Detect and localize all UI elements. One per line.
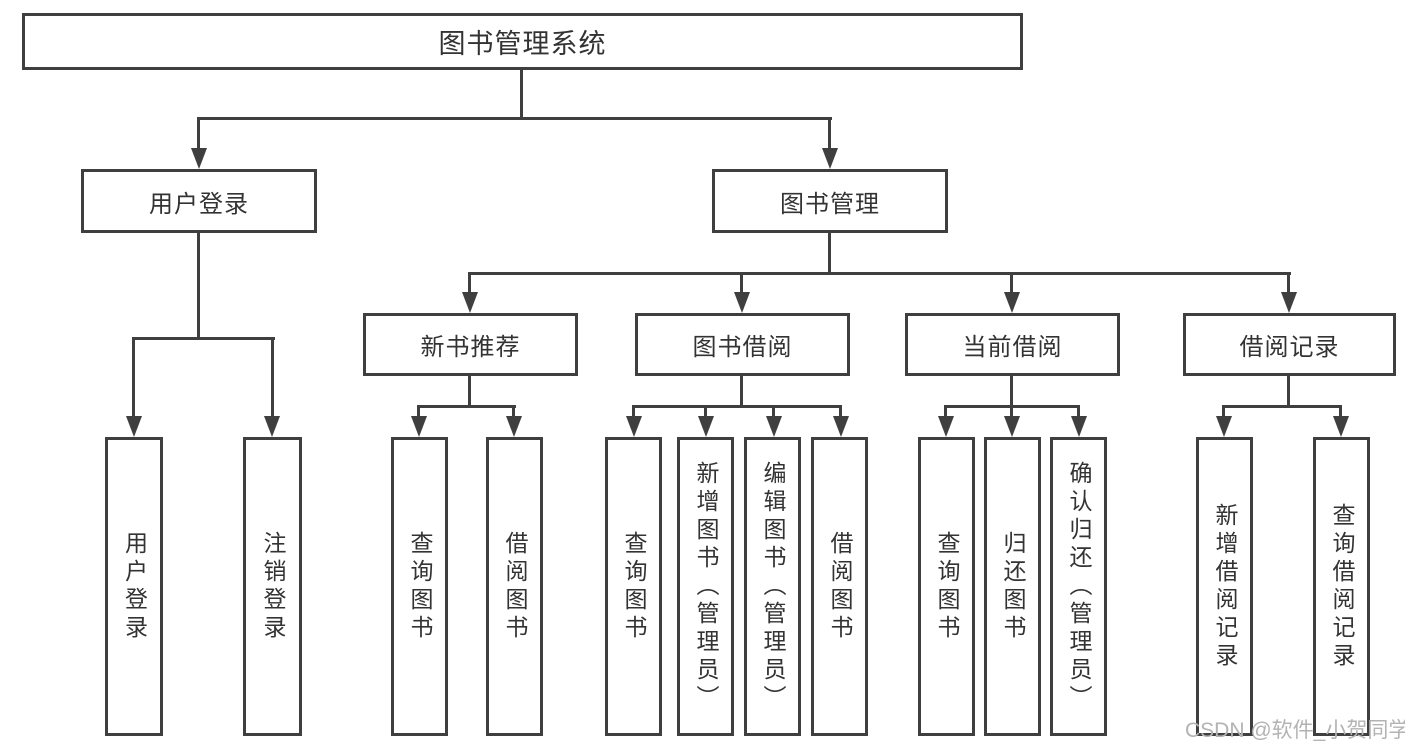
leaf-label: 查询图书 — [934, 530, 960, 643]
connector-vline — [468, 376, 471, 405]
connector-vline — [512, 405, 515, 420]
arrowhead-icon — [1216, 416, 1232, 437]
connector-vline — [1287, 376, 1290, 405]
leaf-label: 注销登录 — [260, 530, 286, 643]
arrowhead-icon — [734, 292, 750, 313]
csdn-watermark: CSDN @软件_小贺同学 — [1185, 719, 1405, 742]
node-borrow-record: 借阅记录 — [1183, 313, 1396, 376]
leaf-query-book: 查询图书 — [391, 437, 448, 736]
connector-hline — [632, 405, 842, 408]
arrowhead-icon — [264, 416, 280, 437]
node-root-label: 图书管理系统 — [438, 29, 607, 59]
connector-vline — [1077, 405, 1080, 420]
arrowhead-icon — [626, 416, 642, 437]
connector-vline — [828, 117, 831, 151]
connector-vline — [1010, 376, 1013, 405]
leaf-label: 查询图书 — [621, 530, 647, 643]
leaf-label: 编辑图书（管理员） — [760, 460, 786, 713]
connector-vline — [1222, 405, 1225, 420]
node-current-borrow: 当前借阅 — [905, 313, 1120, 376]
connector-hline — [197, 117, 832, 120]
leaf-add-book-admin: 新增图书（管理员） — [677, 437, 734, 736]
leaf-label: 查询图书 — [407, 530, 433, 643]
arrowhead-icon — [1071, 416, 1087, 437]
arrowhead-icon — [1004, 416, 1020, 437]
node-label: 图书管理 — [780, 190, 880, 218]
node-label: 用户登录 — [149, 190, 249, 218]
connector-vline — [839, 405, 842, 420]
node-book-borrow: 图书借阅 — [635, 313, 850, 376]
connector-vline — [1339, 405, 1342, 420]
connector-hline — [1222, 405, 1342, 408]
arrowhead-icon — [1333, 416, 1349, 437]
leaf-query-book: 查询图书 — [605, 437, 662, 736]
connector-vline — [944, 405, 947, 420]
leaf-label: 借阅图书 — [502, 530, 528, 643]
leaf-user-logout: 注销登录 — [243, 437, 302, 736]
node-label: 新书推荐 — [420, 334, 521, 361]
connector-vline — [197, 233, 200, 337]
leaf-user-login: 用户登录 — [105, 437, 163, 736]
node-label: 当前借阅 — [962, 334, 1063, 361]
leaf-query-book: 查询图书 — [918, 437, 975, 736]
arrowhead-icon — [1281, 292, 1297, 313]
connector-hline — [417, 405, 516, 408]
arrowhead-icon — [766, 416, 782, 437]
node-root: 图书管理系统 — [22, 13, 1023, 70]
connector-vline — [520, 69, 523, 118]
leaf-label: 新增借阅记录 — [1212, 502, 1238, 671]
node-label: 图书借阅 — [692, 334, 793, 361]
leaf-confirm-return-admin: 确认归还（管理员） — [1050, 437, 1107, 736]
leaf-label: 归还图书 — [1000, 530, 1026, 643]
connector-hline — [468, 272, 1291, 275]
leaf-borrow-book: 借阅图书 — [811, 437, 868, 736]
connector-vline — [197, 117, 200, 151]
leaf-label: 查询借阅记录 — [1329, 502, 1355, 671]
arrowhead-icon — [833, 416, 849, 437]
node-user-login-branch: 用户登录 — [81, 169, 317, 233]
arrowhead-icon — [698, 416, 714, 437]
leaf-add-borrow-record: 新增借阅记录 — [1196, 437, 1253, 736]
connector-vline — [704, 405, 707, 420]
node-book-management-branch: 图书管理 — [712, 169, 948, 233]
node-new-book-recommend: 新书推荐 — [363, 313, 578, 376]
connector-vline — [828, 233, 831, 272]
connector-vline — [740, 272, 743, 296]
arrowhead-icon — [506, 416, 522, 437]
connector-vline — [1010, 405, 1013, 420]
leaf-label: 新增图书（管理员） — [693, 460, 719, 713]
leaf-return-book: 归还图书 — [984, 437, 1041, 736]
connector-vline — [740, 376, 743, 405]
arrowhead-icon — [822, 148, 838, 169]
arrowhead-icon — [411, 416, 427, 437]
connector-vline — [271, 337, 274, 420]
node-label: 借阅记录 — [1239, 334, 1340, 361]
leaf-edit-book-admin: 编辑图书（管理员） — [744, 437, 801, 736]
connector-vline — [1287, 272, 1290, 296]
arrowhead-icon — [462, 292, 478, 313]
connector-vline — [132, 337, 135, 420]
leaf-label: 用户登录 — [121, 530, 148, 643]
connector-hline — [132, 337, 275, 340]
connector-vline — [1010, 272, 1013, 296]
arrowhead-icon — [938, 416, 954, 437]
leaf-label: 确认归还（管理员） — [1066, 460, 1092, 713]
arrowhead-icon — [1004, 292, 1020, 313]
connector-vline — [468, 272, 471, 296]
leaf-borrow-book: 借阅图书 — [486, 437, 543, 736]
connector-vline — [417, 405, 420, 420]
arrowhead-icon — [126, 416, 142, 437]
arrowhead-icon — [191, 148, 207, 169]
connector-vline — [772, 405, 775, 420]
leaf-label: 借阅图书 — [827, 530, 853, 643]
connector-vline — [632, 405, 635, 420]
leaf-query-borrow-record: 查询借阅记录 — [1313, 437, 1370, 736]
